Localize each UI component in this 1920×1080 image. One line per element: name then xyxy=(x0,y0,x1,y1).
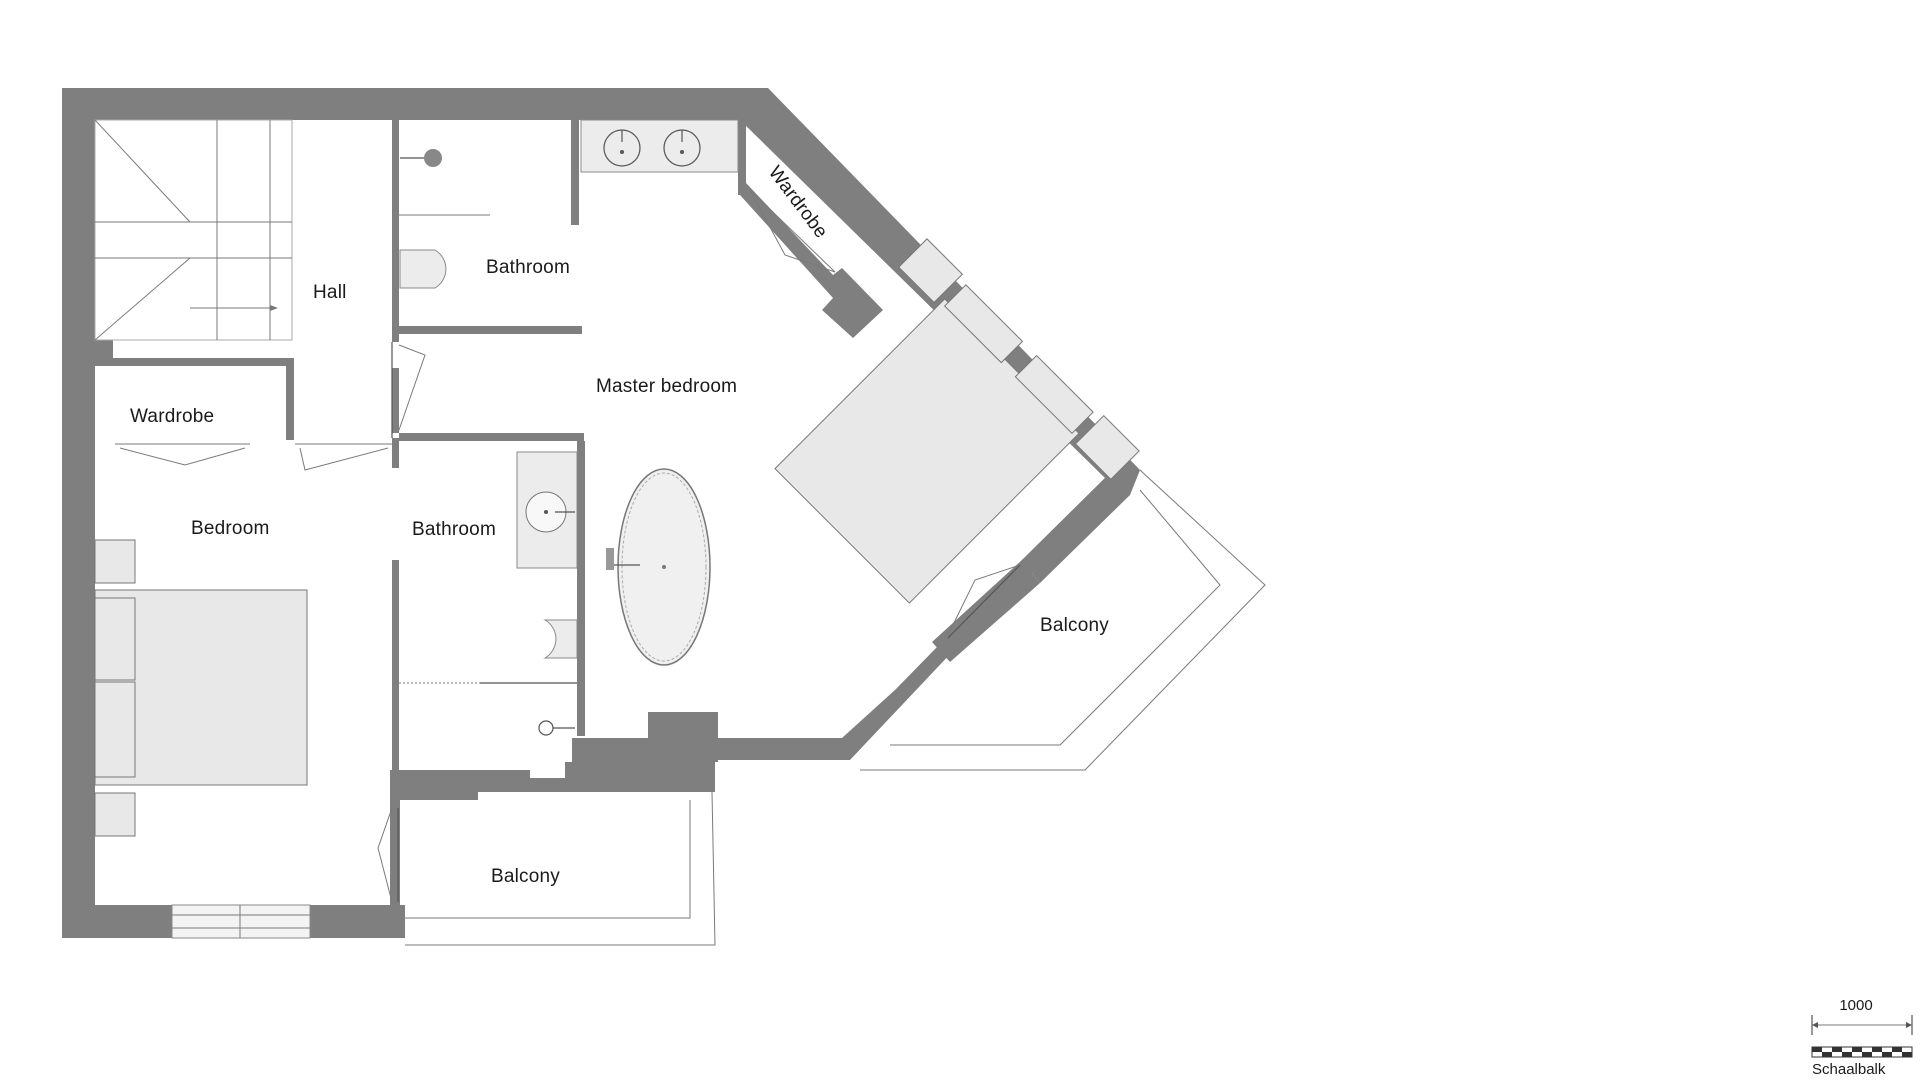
scale-bar: 1000 Schaalbalk xyxy=(1811,997,1913,1078)
partition xyxy=(399,433,584,441)
label-hall: Hall xyxy=(313,282,347,303)
outer-wall xyxy=(62,88,1140,938)
window xyxy=(171,904,311,939)
balconies xyxy=(405,469,1266,946)
wall-block xyxy=(390,770,478,800)
nightstand xyxy=(94,792,136,837)
walls xyxy=(62,88,1140,939)
partition xyxy=(95,340,113,366)
toilet xyxy=(399,249,447,289)
label-balcony-right: Balcony xyxy=(1040,615,1109,636)
pillow xyxy=(94,681,136,778)
nightstand xyxy=(1074,414,1140,480)
double-sink-counter xyxy=(580,119,739,173)
shower-head xyxy=(424,149,442,167)
partition xyxy=(286,358,294,440)
label-master-bedroom: Master bedroom xyxy=(596,376,737,397)
partition xyxy=(392,560,399,772)
label-bathroom-mid: Bathroom xyxy=(412,519,496,540)
nightstand xyxy=(898,238,964,304)
partition xyxy=(399,326,582,334)
bathroom-mid-fixtures xyxy=(399,451,578,736)
wall-block xyxy=(648,712,718,762)
master-bed xyxy=(774,298,1080,604)
partition xyxy=(392,120,399,342)
label-wardrobe-left: Wardrobe xyxy=(130,406,214,427)
wall-block xyxy=(310,905,405,938)
partition xyxy=(392,438,399,468)
label-balcony-bottom: Balcony xyxy=(491,866,560,887)
partition xyxy=(571,120,579,225)
balcony-bottom-railing xyxy=(405,800,691,919)
nightstand xyxy=(94,539,136,584)
partition xyxy=(738,120,883,338)
balcony-bottom-outline xyxy=(405,791,716,946)
scale-checker xyxy=(1811,1046,1913,1058)
label-bathroom-top: Bathroom xyxy=(486,257,570,278)
toilet xyxy=(543,619,578,659)
scale-caption: Schaalbalk xyxy=(1812,1061,1886,1078)
balcony-right-outline xyxy=(860,469,1266,771)
bathroom-top-fixtures xyxy=(399,119,739,289)
scale-length: 1000 xyxy=(1839,997,1872,1014)
wall-block xyxy=(62,905,172,938)
bedroom-furniture xyxy=(94,539,308,837)
balcony-right-railing xyxy=(890,489,1221,746)
partition xyxy=(392,368,399,433)
wall-block xyxy=(565,762,715,792)
stairs xyxy=(94,119,293,341)
partition xyxy=(932,560,1040,662)
partition xyxy=(95,358,293,366)
master-furniture xyxy=(606,238,1140,666)
label-bedroom: Bedroom xyxy=(191,518,270,539)
doors xyxy=(115,189,1021,903)
partition xyxy=(1022,470,1140,583)
pillow xyxy=(1014,354,1094,435)
pillow xyxy=(94,597,136,681)
pillow xyxy=(943,284,1024,364)
partition xyxy=(577,441,585,736)
